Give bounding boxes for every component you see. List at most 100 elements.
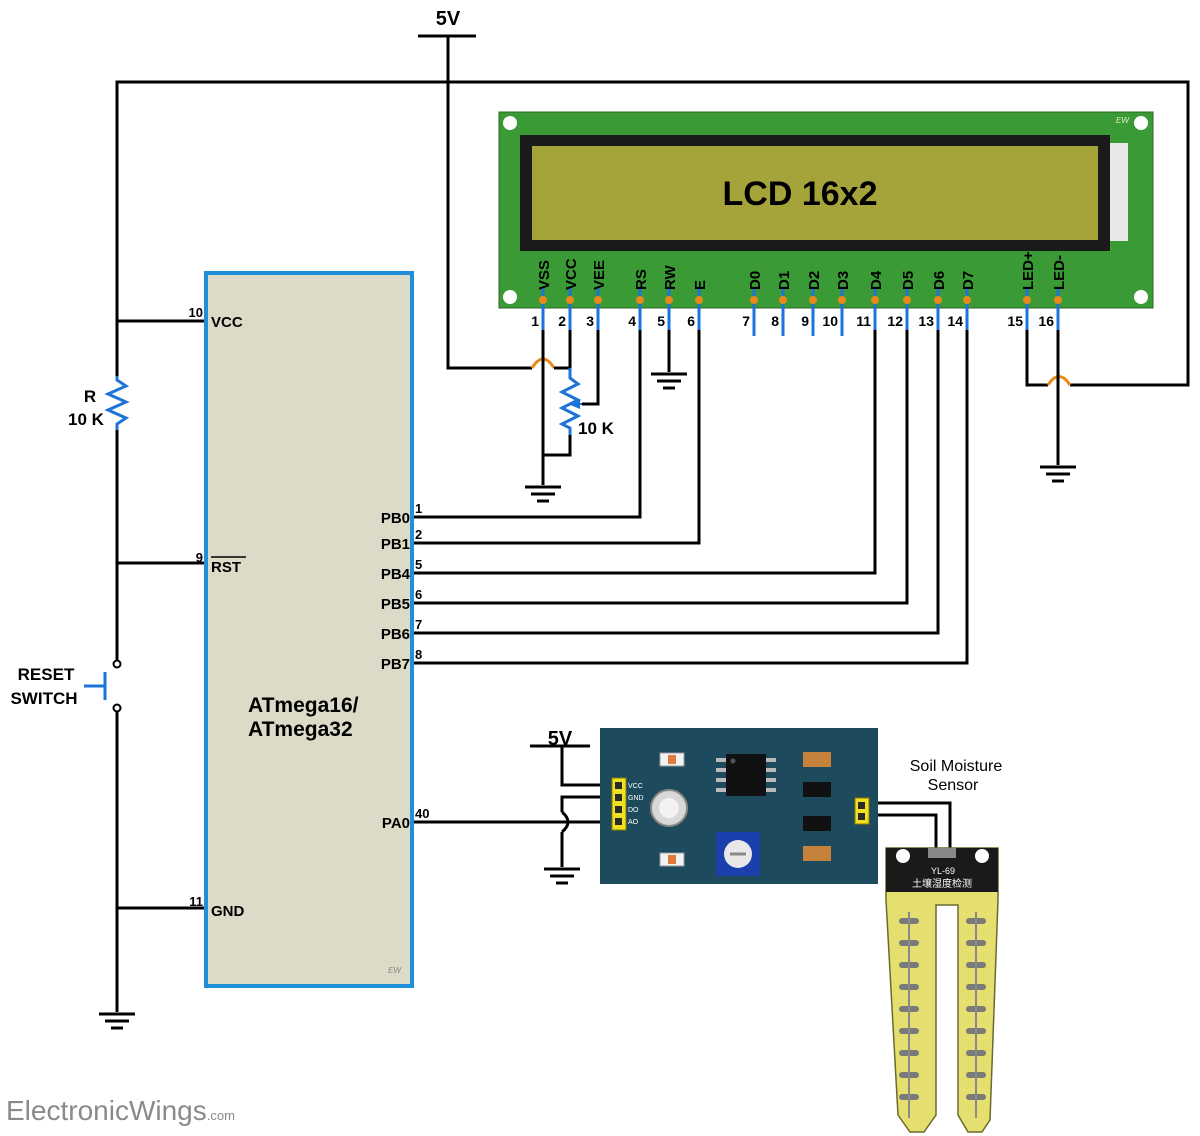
- mcu-right-pin-number: 8: [415, 647, 422, 662]
- sensor-pin-label: DO: [628, 807, 639, 814]
- lcd-pin-pad: [934, 296, 942, 304]
- lcd-pin-pad: [963, 296, 971, 304]
- ground-symbol-rw: [651, 372, 687, 390]
- reset-switch-label-line2: SWITCH: [10, 689, 77, 708]
- lcd-pin-pad: [594, 296, 602, 304]
- probe-title-line1: Soil Moisture: [910, 758, 1003, 775]
- mcu-left-pin-number: 10: [189, 305, 203, 320]
- smd-resistor-icon: [803, 816, 831, 831]
- lcd-pin-number: 10: [822, 313, 838, 329]
- lcd-pin-pad: [871, 296, 879, 304]
- lcd-pin-pad: [750, 296, 758, 304]
- smd-capacitor-icon: [803, 752, 831, 767]
- lcd-pin-number: 2: [558, 313, 566, 329]
- resistor-value: 10 K: [68, 410, 105, 429]
- comparator-ic-icon: [716, 754, 776, 796]
- resistor-zigzag: [104, 376, 130, 430]
- lcd-pin-number: 11: [856, 313, 871, 329]
- lcd-pin-number: 6: [687, 313, 695, 329]
- sensor-pin-label: VCC: [628, 783, 643, 790]
- lcd-pin-pad: [903, 296, 911, 304]
- lcd-pin-name: D2: [806, 271, 823, 290]
- mcu-left-pin-number: 9: [196, 550, 203, 565]
- probe-connector: [928, 848, 956, 858]
- probe-title-line2: Sensor: [928, 777, 979, 794]
- mcu-left-pin-name: VCC: [211, 314, 243, 331]
- trimmer-pot-icon: [716, 832, 760, 876]
- mcu-right-pin-number: 6: [415, 587, 422, 602]
- ground-symbol-mcu: [99, 1012, 135, 1030]
- vcc-to-pot-wire: [446, 36, 532, 370]
- lcd-pin-name: D1: [776, 271, 793, 290]
- lcd-pin-pad: [566, 296, 574, 304]
- lcd-pin-number: 12: [887, 313, 903, 329]
- potentiometer: 10 K: [558, 368, 615, 438]
- lcd-pin-name: D5: [900, 271, 917, 290]
- mcu-pin-labels: VCC10RST9GND11PB01PB12PB45PB56PB67PB78PA…: [189, 305, 430, 920]
- smd-resistor-icon: [803, 782, 831, 797]
- lcd-pin-number: 14: [947, 313, 963, 329]
- lcd-pin-name: RS: [633, 269, 650, 290]
- brand-text: ElectronicWings: [6, 1095, 207, 1126]
- lcd-pin-pad: [636, 296, 644, 304]
- probe-wire-a: [868, 801, 952, 848]
- mcu-right-pin-number: 2: [415, 527, 422, 542]
- lcd-pin-number: 4: [628, 313, 636, 329]
- pot-label: 10 K: [578, 419, 615, 438]
- lcd-pin-name: LED+: [1020, 251, 1037, 290]
- led-plus-wire: [1025, 330, 1048, 387]
- lcd-module: EW LCD 16x2 VSS1VCC2VEE3RS4RW5E6D07D18D2…: [498, 111, 1154, 336]
- mcu-right-pin-name: PB1: [381, 536, 410, 553]
- lcd-pin-name: D3: [835, 271, 852, 290]
- lcd-mount-hole: [1134, 290, 1148, 304]
- lcd-pin-name: VCC: [563, 258, 580, 290]
- lcd-pin-number: 7: [742, 313, 750, 329]
- mcu-right-pin-name: PB4: [381, 566, 411, 583]
- lcd-pin-pad: [779, 296, 787, 304]
- sensor-pin-labels: VCC GND DO AO: [628, 783, 644, 826]
- top-5v-supply: 5V: [418, 8, 476, 38]
- mcu-right-pin-name: PB0: [381, 510, 410, 527]
- lcd-pin-number: 13: [918, 313, 934, 329]
- top-5v-label: 5V: [436, 8, 461, 30]
- footer-brand: ElectronicWings.com: [6, 1095, 235, 1126]
- vee-wiper-wire: [582, 330, 600, 406]
- pb4-d4-wire: [412, 330, 877, 575]
- lcd-pin-name: VEE: [591, 260, 608, 290]
- lcd-pin-name: D7: [960, 271, 977, 290]
- pb0-rs-wire: [412, 330, 642, 519]
- probe-model: YL-69: [931, 866, 955, 876]
- pb5-d5-wire: [412, 330, 909, 605]
- lcd-pin-number: 1: [531, 313, 539, 329]
- lcd-pin-pad: [809, 296, 817, 304]
- sensor-module: VCC GND DO AO: [600, 728, 878, 884]
- lcd-pin-name: LED-: [1051, 255, 1068, 290]
- lcd-pin-number: 15: [1007, 313, 1023, 329]
- ground-symbol-pot: [525, 485, 561, 503]
- sensor-5v-label: 5V: [548, 728, 573, 750]
- lcd-pin-pad: [539, 296, 547, 304]
- reset-resistor: R 10 K: [68, 376, 130, 430]
- sensor-pin-label: AO: [628, 819, 639, 826]
- lcd-backlight-strip: [1110, 143, 1128, 241]
- lcd-pin-pad: [665, 296, 673, 304]
- lcd-pin-pad: [838, 296, 846, 304]
- brand-name: ElectronicWings.com: [6, 1095, 235, 1126]
- lcd-pin-name: D6: [931, 271, 948, 290]
- ground-symbol-sensor: [544, 867, 580, 885]
- lcd-pin-name: VSS: [536, 260, 553, 290]
- pb1-e-wire: [412, 330, 701, 545]
- lcd-mount-hole: [1134, 116, 1148, 130]
- sensor-pin-label: GND: [628, 795, 644, 802]
- lcd-vcc-wire: [554, 330, 572, 370]
- lcd-brand-mark: EW: [1116, 116, 1130, 125]
- pb7-d7-wire: [412, 330, 969, 665]
- lcd-pin-name: RW: [662, 264, 679, 290]
- mcu-left-pin-number: 11: [189, 894, 203, 909]
- lcd-pin-pad: [1023, 296, 1031, 304]
- mcu-right-pin-number: 40: [415, 806, 429, 821]
- reset-switch-label-line1: RESET: [18, 665, 75, 684]
- lcd-display-text: LCD 16x2: [723, 175, 878, 213]
- lcd-pin-number: 5: [657, 313, 665, 329]
